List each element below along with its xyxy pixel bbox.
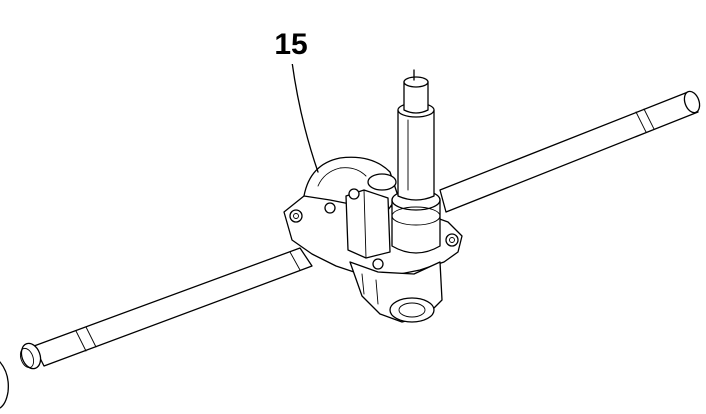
input-shaft (391, 69, 441, 254)
right-axle-shaft (439, 90, 701, 213)
left-axle-shaft (19, 247, 313, 370)
part-callout-number: 15 (262, 26, 320, 64)
wheel-hub-edge (0, 361, 9, 409)
callout-leader-line (291, 61, 319, 173)
